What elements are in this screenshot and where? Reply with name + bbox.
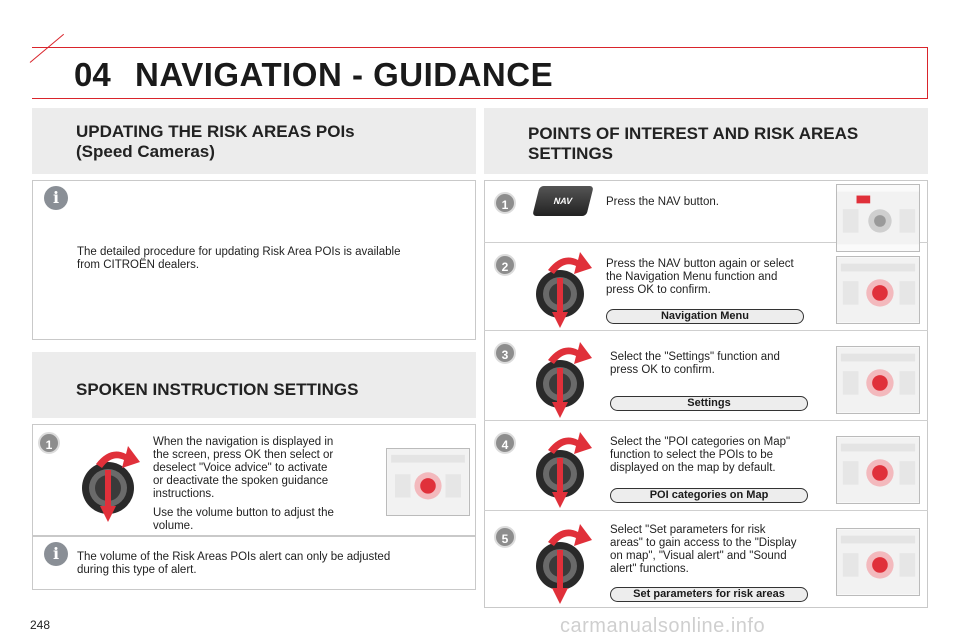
spoken-desc-line: deselect "Voice advice" to activate [153,462,328,474]
step-badge: 1 [38,432,60,454]
control-knob-icon [536,252,592,328]
radio-panel-thumbnail [386,448,470,516]
control-knob-icon [82,446,140,522]
step2-text: Press the NAV button again or select the… [606,258,794,297]
navigation-menu-pill: Navigation Menu [606,309,804,324]
spoken-note-box [32,536,476,590]
spoken-note-line1: The volume of the Risk Areas POIs alert … [77,551,391,563]
updating-title-line2: (Speed Cameras) [76,142,215,161]
spoken-desc-line: or deactivate the spoken guidance [153,475,329,487]
step4-line: function to select the POIs to be [610,449,774,461]
spoken-desc-line: the screen, press OK then select or [153,449,334,461]
step5-text: Select "Set parameters for risk areas" t… [610,524,797,576]
volume-desc-line: volume. [153,520,194,532]
volume-desc-line: Use the volume button to adjust the [153,507,334,519]
updating-info-line1: The detailed procedure for updating Risk… [77,246,401,258]
radio-panel-thumbnail [836,184,920,252]
step-badge: 5 [494,526,516,548]
row-separator [484,242,928,243]
spoken-desc-line: instructions. [153,488,215,500]
row-separator [484,330,928,331]
step5-line: alert" functions. [610,563,689,575]
spoken-title-panel [32,352,476,418]
radio-panel-thumbnail [836,256,920,324]
updating-info-box [32,180,476,340]
radio-panel-thumbnail [836,346,920,414]
chapter-number: 04 [74,56,111,93]
updating-info-text: The detailed procedure for updating Risk… [77,246,400,272]
spoken-desc-line: When the navigation is displayed in [153,436,334,448]
step3-line: press OK to confirm. [610,364,715,376]
radio-panel-thumbnail [836,436,920,504]
info-icon: i [44,542,68,566]
step5-line: areas" to gain access to the "Display [610,537,797,549]
row-separator [484,420,928,421]
poi-title-line1: POINTS OF INTEREST AND RISK AREAS [528,124,859,143]
settings-pill: Settings [610,396,808,411]
step-badge: 2 [494,254,516,276]
page-number: 248 [30,618,51,632]
updating-title-panel [32,108,476,174]
spoken-title: SPOKEN INSTRUCTION SETTINGS [76,380,359,399]
step2-line: press OK to confirm. [606,284,711,296]
radio-panel-thumbnail [836,528,920,596]
step1-line: Press the NAV button. [606,196,719,208]
step1-text: Press the NAV button. [606,196,719,209]
step3-line: Select the "Settings" function and [610,351,780,363]
poi-title: POINTS OF INTEREST AND RISK AREAS SETTIN… [528,124,858,164]
step5-line: Select "Set parameters for risk [610,524,766,536]
info-icon: i [44,186,68,210]
step4-line: Select the "POI categories on Map" [610,436,791,448]
step3-text: Select the "Settings" function and press… [610,351,780,377]
poi-title-line2: SETTINGS [528,144,614,163]
poi-title-panel [484,108,928,174]
step4-text: Select the "POI categories on Map" funct… [610,436,790,475]
control-knob-icon [536,342,592,418]
poi-categories-pill: POI categories on Map [610,488,808,503]
step-badge: 3 [494,342,516,364]
updating-info-line2: from CITROËN dealers. [77,259,200,271]
step2-line: Press the NAV button again or select [606,258,794,270]
step2-line: the Navigation Menu function and [606,271,778,283]
nav-button-label: NAV [552,196,574,206]
nav-button-icon: NAV [532,186,594,216]
step-badge: 1 [494,192,516,214]
spoken-note-line2: during this type of alert. [77,564,197,576]
row-separator [484,510,928,511]
spoken-desc: When the navigation is displayed in the … [153,436,334,533]
updating-title: UPDATING THE RISK AREAS POIs (Speed Came… [76,122,355,162]
watermark: carmanualsonline.info [560,615,766,637]
step5-line: on map", "Visual alert" and "Sound [610,550,787,562]
header-frame [32,47,928,99]
page-title: NAVIGATION - GUIDANCE [135,56,554,93]
spoken-note-text: The volume of the Risk Areas POIs alert … [77,551,390,577]
step-badge: 4 [494,432,516,454]
control-knob-icon [536,432,592,508]
control-knob-icon [536,524,592,604]
step4-line: displayed on the map by default. [610,462,776,474]
updating-title-line1: UPDATING THE RISK AREAS POIs [76,122,355,141]
risk-areas-pill: Set parameters for risk areas [610,587,808,602]
